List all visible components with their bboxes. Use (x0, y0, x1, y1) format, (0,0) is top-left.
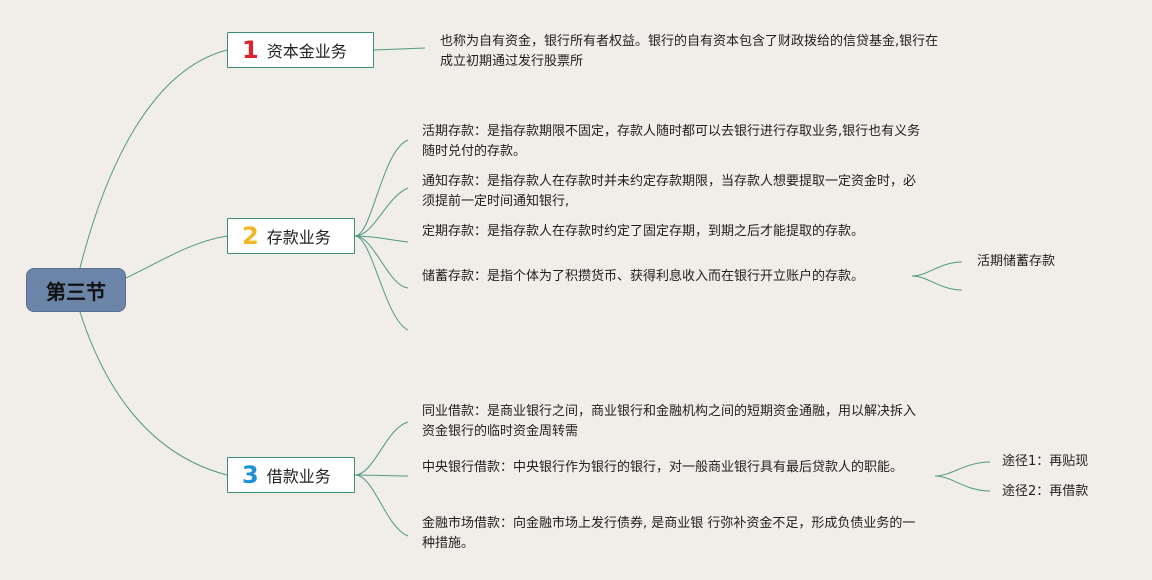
link-branch-3-item-3 (354, 474, 409, 537)
link-central-child-2 (934, 475, 991, 492)
link-branch-2-item-5 (354, 235, 409, 331)
branch-borrowing[interactable]: 3 借款业务 (227, 457, 355, 493)
branch-deposit[interactable]: 2 存款业务 (227, 218, 355, 254)
link-branch-3-item-1 (354, 421, 409, 476)
branch-number-1: 1 (242, 36, 259, 64)
branch-capital[interactable]: 1 资本金业务 (227, 32, 374, 68)
branch-label-deposit: 存款业务 (266, 228, 331, 247)
leaf-route-reborrow[interactable]: 途径2：再借款 (1002, 484, 1089, 499)
leaf-market-borrowing[interactable]: 金融市场借款：向金融市场上发行债券, 是商业银 行弥补资金不足，形成负债业务的一… (422, 516, 916, 551)
branch-label-borrowing: 借款业务 (266, 467, 331, 486)
leaf-notice-deposit[interactable]: 通知存款：是指存款人在存款时并未约定存款期限，当存款人想要提取一定资金时，必须提… (422, 174, 917, 209)
link-branch-2-item-1 (354, 139, 409, 237)
link-branch-1-item-1 (373, 47, 426, 51)
leaf-interbank-borrowing[interactable]: 同业借款：是商业银行之间，商业银行和金融机构之间的短期资金通融，用以解决拆入资金… (422, 404, 917, 439)
link-central-child-1 (934, 461, 991, 477)
leaf-demand-deposit[interactable]: 活期存款：是指存款期限不固定，存款人随时都可以去银行进行存取业务,银行也有义务随… (422, 124, 921, 159)
leaf-time-deposit[interactable]: 定期存款：是指存款人在存款时约定了固定存期，到期之后才能提取的存款。 (422, 224, 865, 239)
link-root-branch-2 (125, 235, 228, 279)
link-branch-2-item-3 (354, 235, 409, 243)
branch-number-2: 2 (242, 222, 259, 250)
leaf-savings-deposit[interactable]: 储蓄存款：是指个体为了积攒货币、获得利息收入而在银行开立账户的存款。 (422, 269, 865, 284)
branch-number-3: 3 (242, 461, 259, 489)
branch-label-capital: 资本金业务 (266, 42, 347, 61)
link-root-branch-3 (79, 311, 228, 476)
root-node[interactable]: 第三节 (26, 268, 126, 312)
leaf-capital-definition[interactable]: 也称为自有资金，银行所有者权益。银行的自有资本包含了财政拨给的信贷基金,银行在成… (440, 34, 939, 69)
link-savings-child-1 (911, 261, 963, 277)
link-branch-3-item-2 (354, 474, 409, 477)
link-branch-2-item-2 (354, 187, 409, 237)
root-label: 第三节 (46, 279, 106, 304)
link-root-branch-1 (79, 49, 228, 269)
link-branch-2-item-4 (354, 235, 409, 289)
leaf-route-rediscount[interactable]: 途径1：再贴现 (1002, 454, 1089, 469)
link-savings-child-2 (911, 275, 963, 291)
leaf-central-bank-borrowing[interactable]: 中央银行借款：中央银行作为银行的银行，对一般商业银行具有最后贷款人的职能。 (422, 460, 904, 475)
leaf-demand-savings[interactable]: 活期储蓄存款 (977, 254, 1056, 269)
